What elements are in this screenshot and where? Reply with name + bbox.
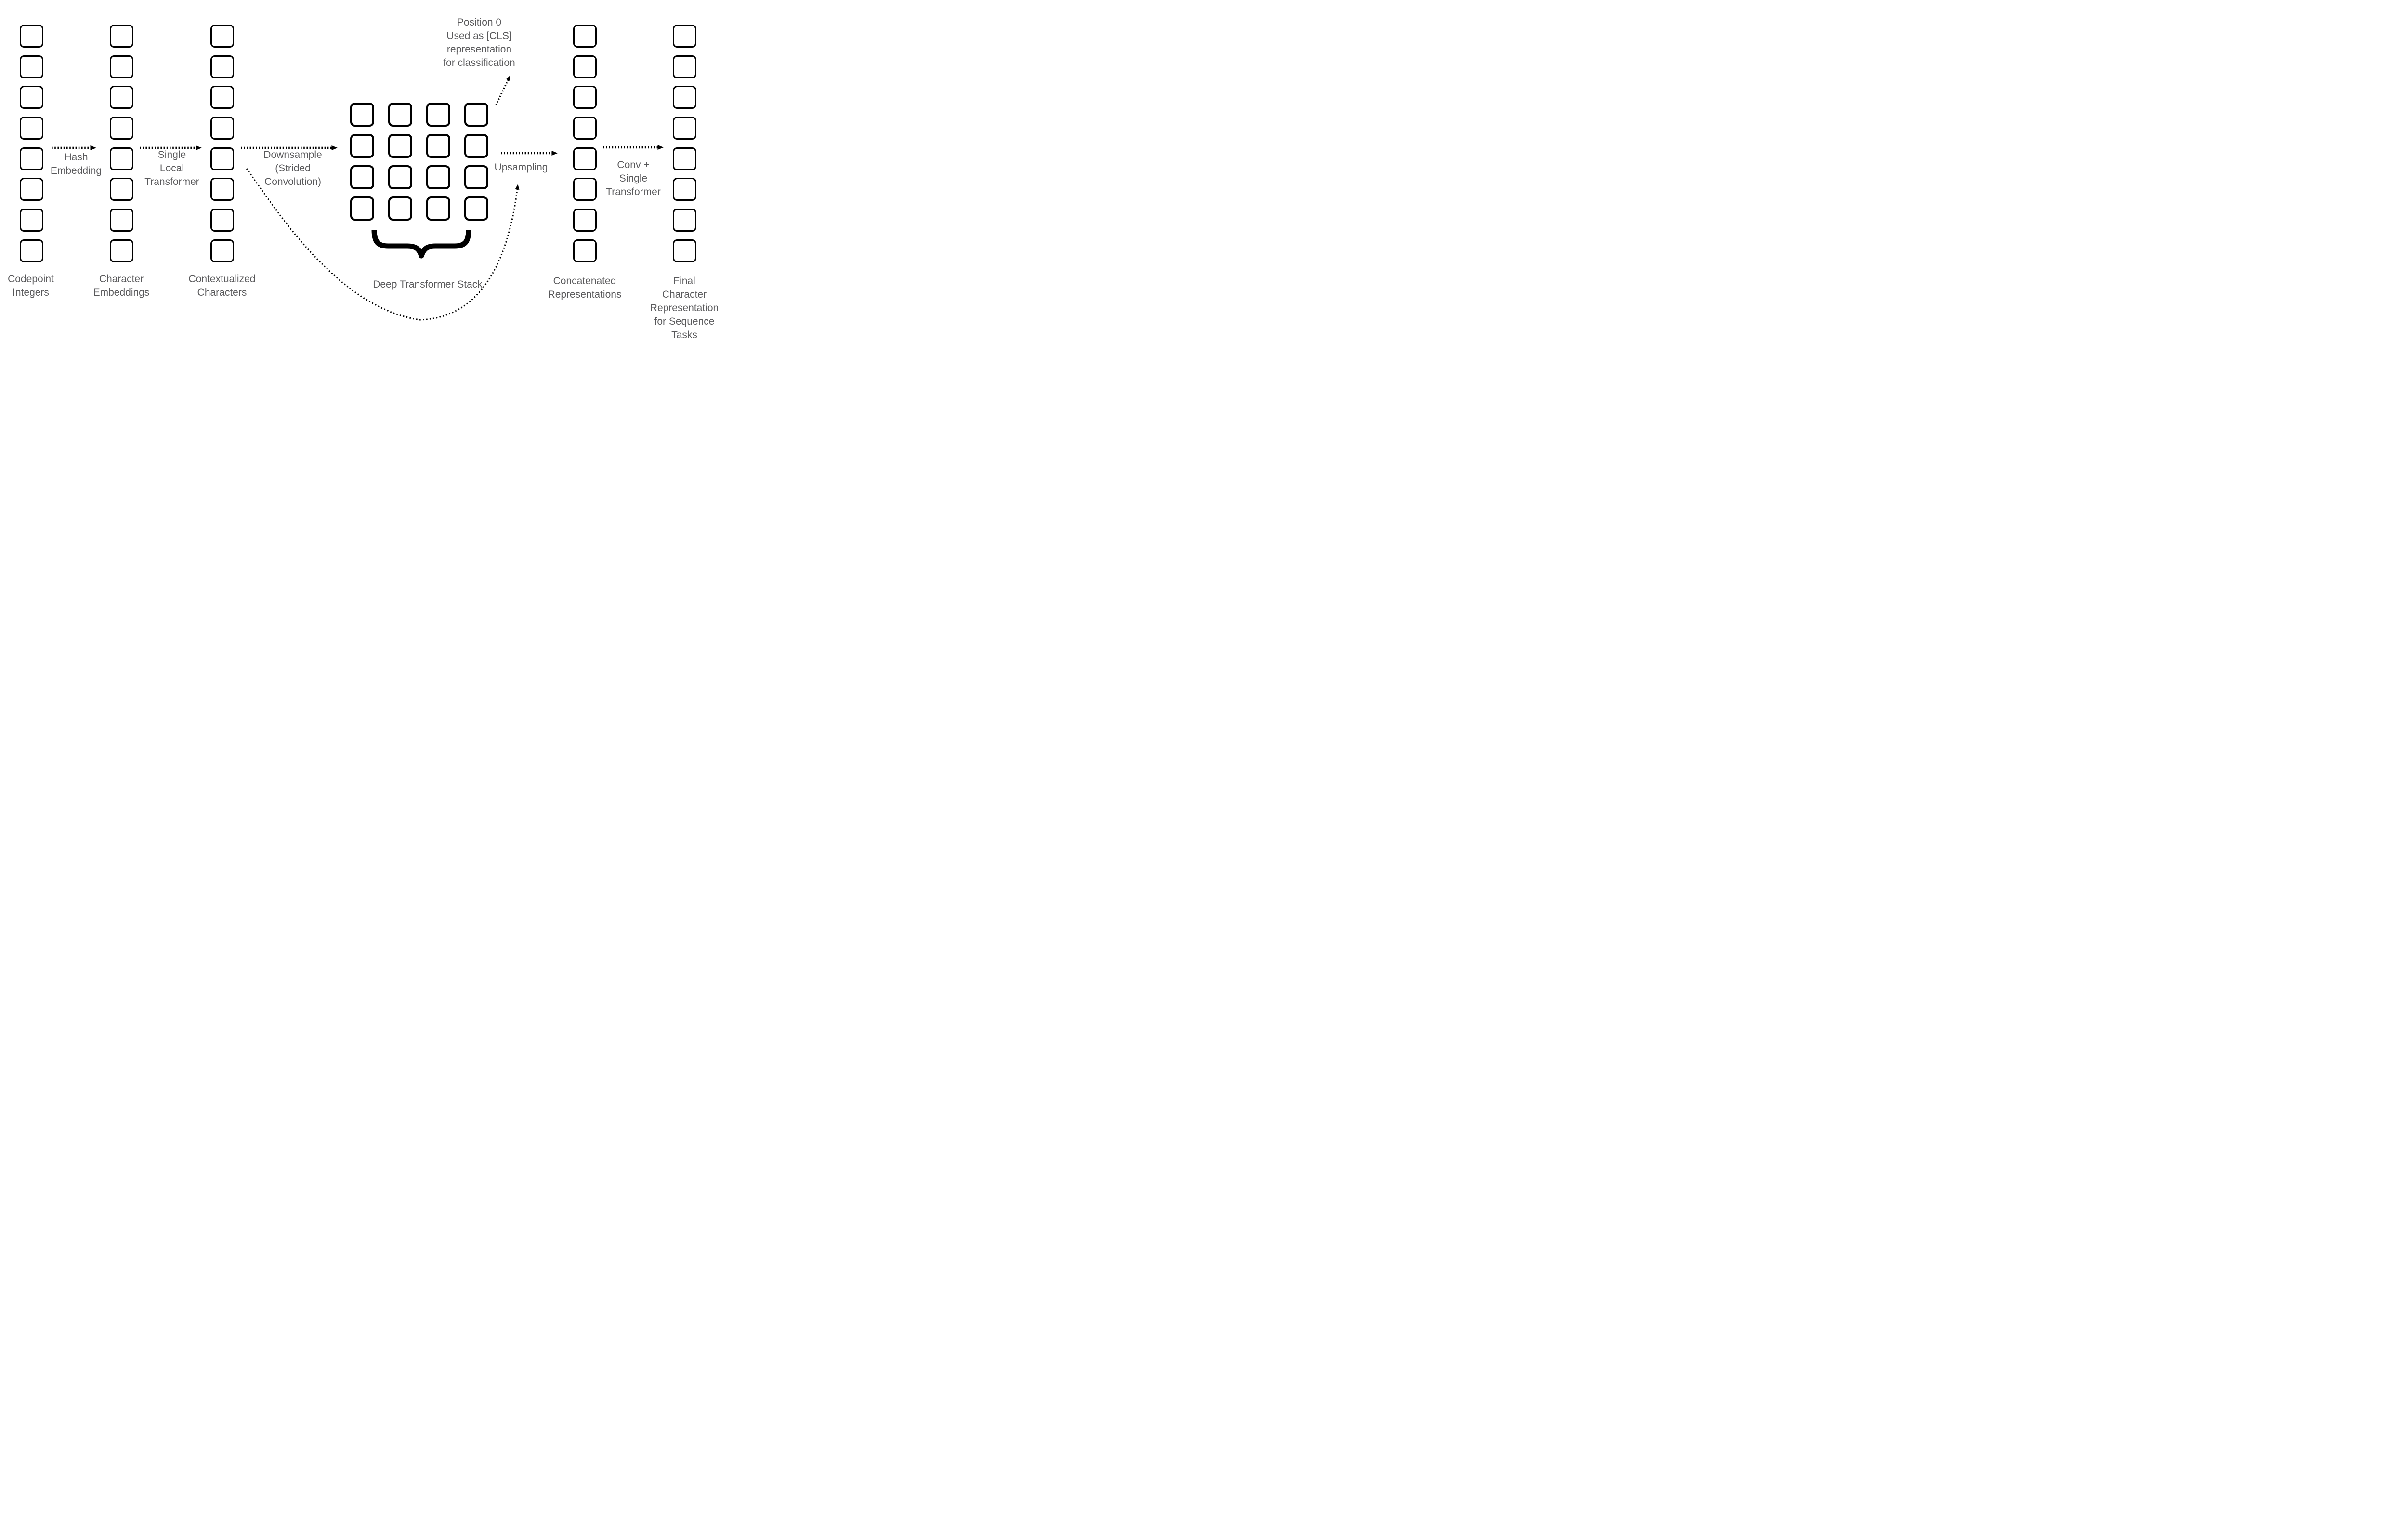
token-box [573,86,597,109]
token-box [109,239,133,262]
token-box [19,86,43,109]
token-box [210,117,234,140]
column-character-embeddings [109,25,133,262]
token-box [426,196,450,221]
arrow-cls-annotation [495,75,510,105]
token-box [109,117,133,140]
token-box [388,165,412,189]
token-box [109,86,133,109]
caption-codepoint-integers: Codepoint Integers [8,274,54,298]
token-box [19,117,43,140]
token-box [673,117,696,140]
token-box [19,55,43,78]
token-box [210,239,234,262]
token-box [388,196,412,221]
token-box [673,86,696,109]
token-box [388,103,412,127]
token-box [210,147,234,170]
token-box [350,134,374,158]
column-final-character-representation [673,25,696,262]
token-box [573,25,597,48]
token-box [210,178,234,201]
token-box [673,25,696,48]
underbrace-deep-transformer-stack [371,229,471,259]
edge-label-single-local-transformer: Single Local Transformer [144,149,199,187]
token-box [210,209,234,232]
column-contextualized-characters [210,25,234,262]
token-box [464,196,488,221]
token-box [19,239,43,262]
caption-concatenated-representations: Concatenated Representations [548,275,622,300]
caption-final-character-representation: Final Character Representation for Seque… [650,275,719,340]
token-box [350,165,374,189]
token-box [573,117,597,140]
token-box [426,103,450,127]
token-box [426,134,450,158]
token-box [673,147,696,170]
token-box [210,86,234,109]
token-box [109,178,133,201]
token-box [19,25,43,48]
token-box [210,55,234,78]
token-box [426,165,450,189]
caption-contextualized-characters: Contextualized Characters [188,274,256,298]
column-concatenated-representations [573,25,597,262]
caption-character-embeddings: Character Embeddings [93,274,150,298]
token-box [573,178,597,201]
token-box [573,147,597,170]
deep-transformer-grid [350,103,488,221]
token-box [210,25,234,48]
token-box [464,165,488,189]
token-box [109,209,133,232]
token-box [573,239,597,262]
token-box [464,103,488,127]
token-box [673,209,696,232]
token-box [19,147,43,170]
token-box [109,25,133,48]
token-box [350,196,374,221]
edge-label-downsample: Downsample (Strided Convolution) [263,149,322,187]
arrow-upsample-skip-curve [246,168,520,321]
token-box [573,55,597,78]
token-box [109,55,133,78]
edge-label-conv-single-transformer: Conv + Single Transformer [606,159,661,197]
connector-layer [52,75,664,321]
cls-annotation-text: Position 0 Used as [CLS] representation … [443,17,515,68]
token-box [350,103,374,127]
token-box [109,147,133,170]
caption-deep-transformer-stack: Deep Transformer Stack [373,279,483,290]
canine-architecture-diagram: Position 0 Used as [CLS] representation … [0,0,740,341]
token-box [573,209,597,232]
edge-label-hash-embedding: Hash Embedding [50,152,102,176]
token-box [673,178,696,201]
token-box [673,55,696,78]
token-box [464,134,488,158]
column-codepoint-integers [19,25,43,262]
token-box [19,209,43,232]
token-box [673,239,696,262]
edge-label-upsampling: Upsampling [494,162,548,173]
token-box [388,134,412,158]
token-box [19,178,43,201]
